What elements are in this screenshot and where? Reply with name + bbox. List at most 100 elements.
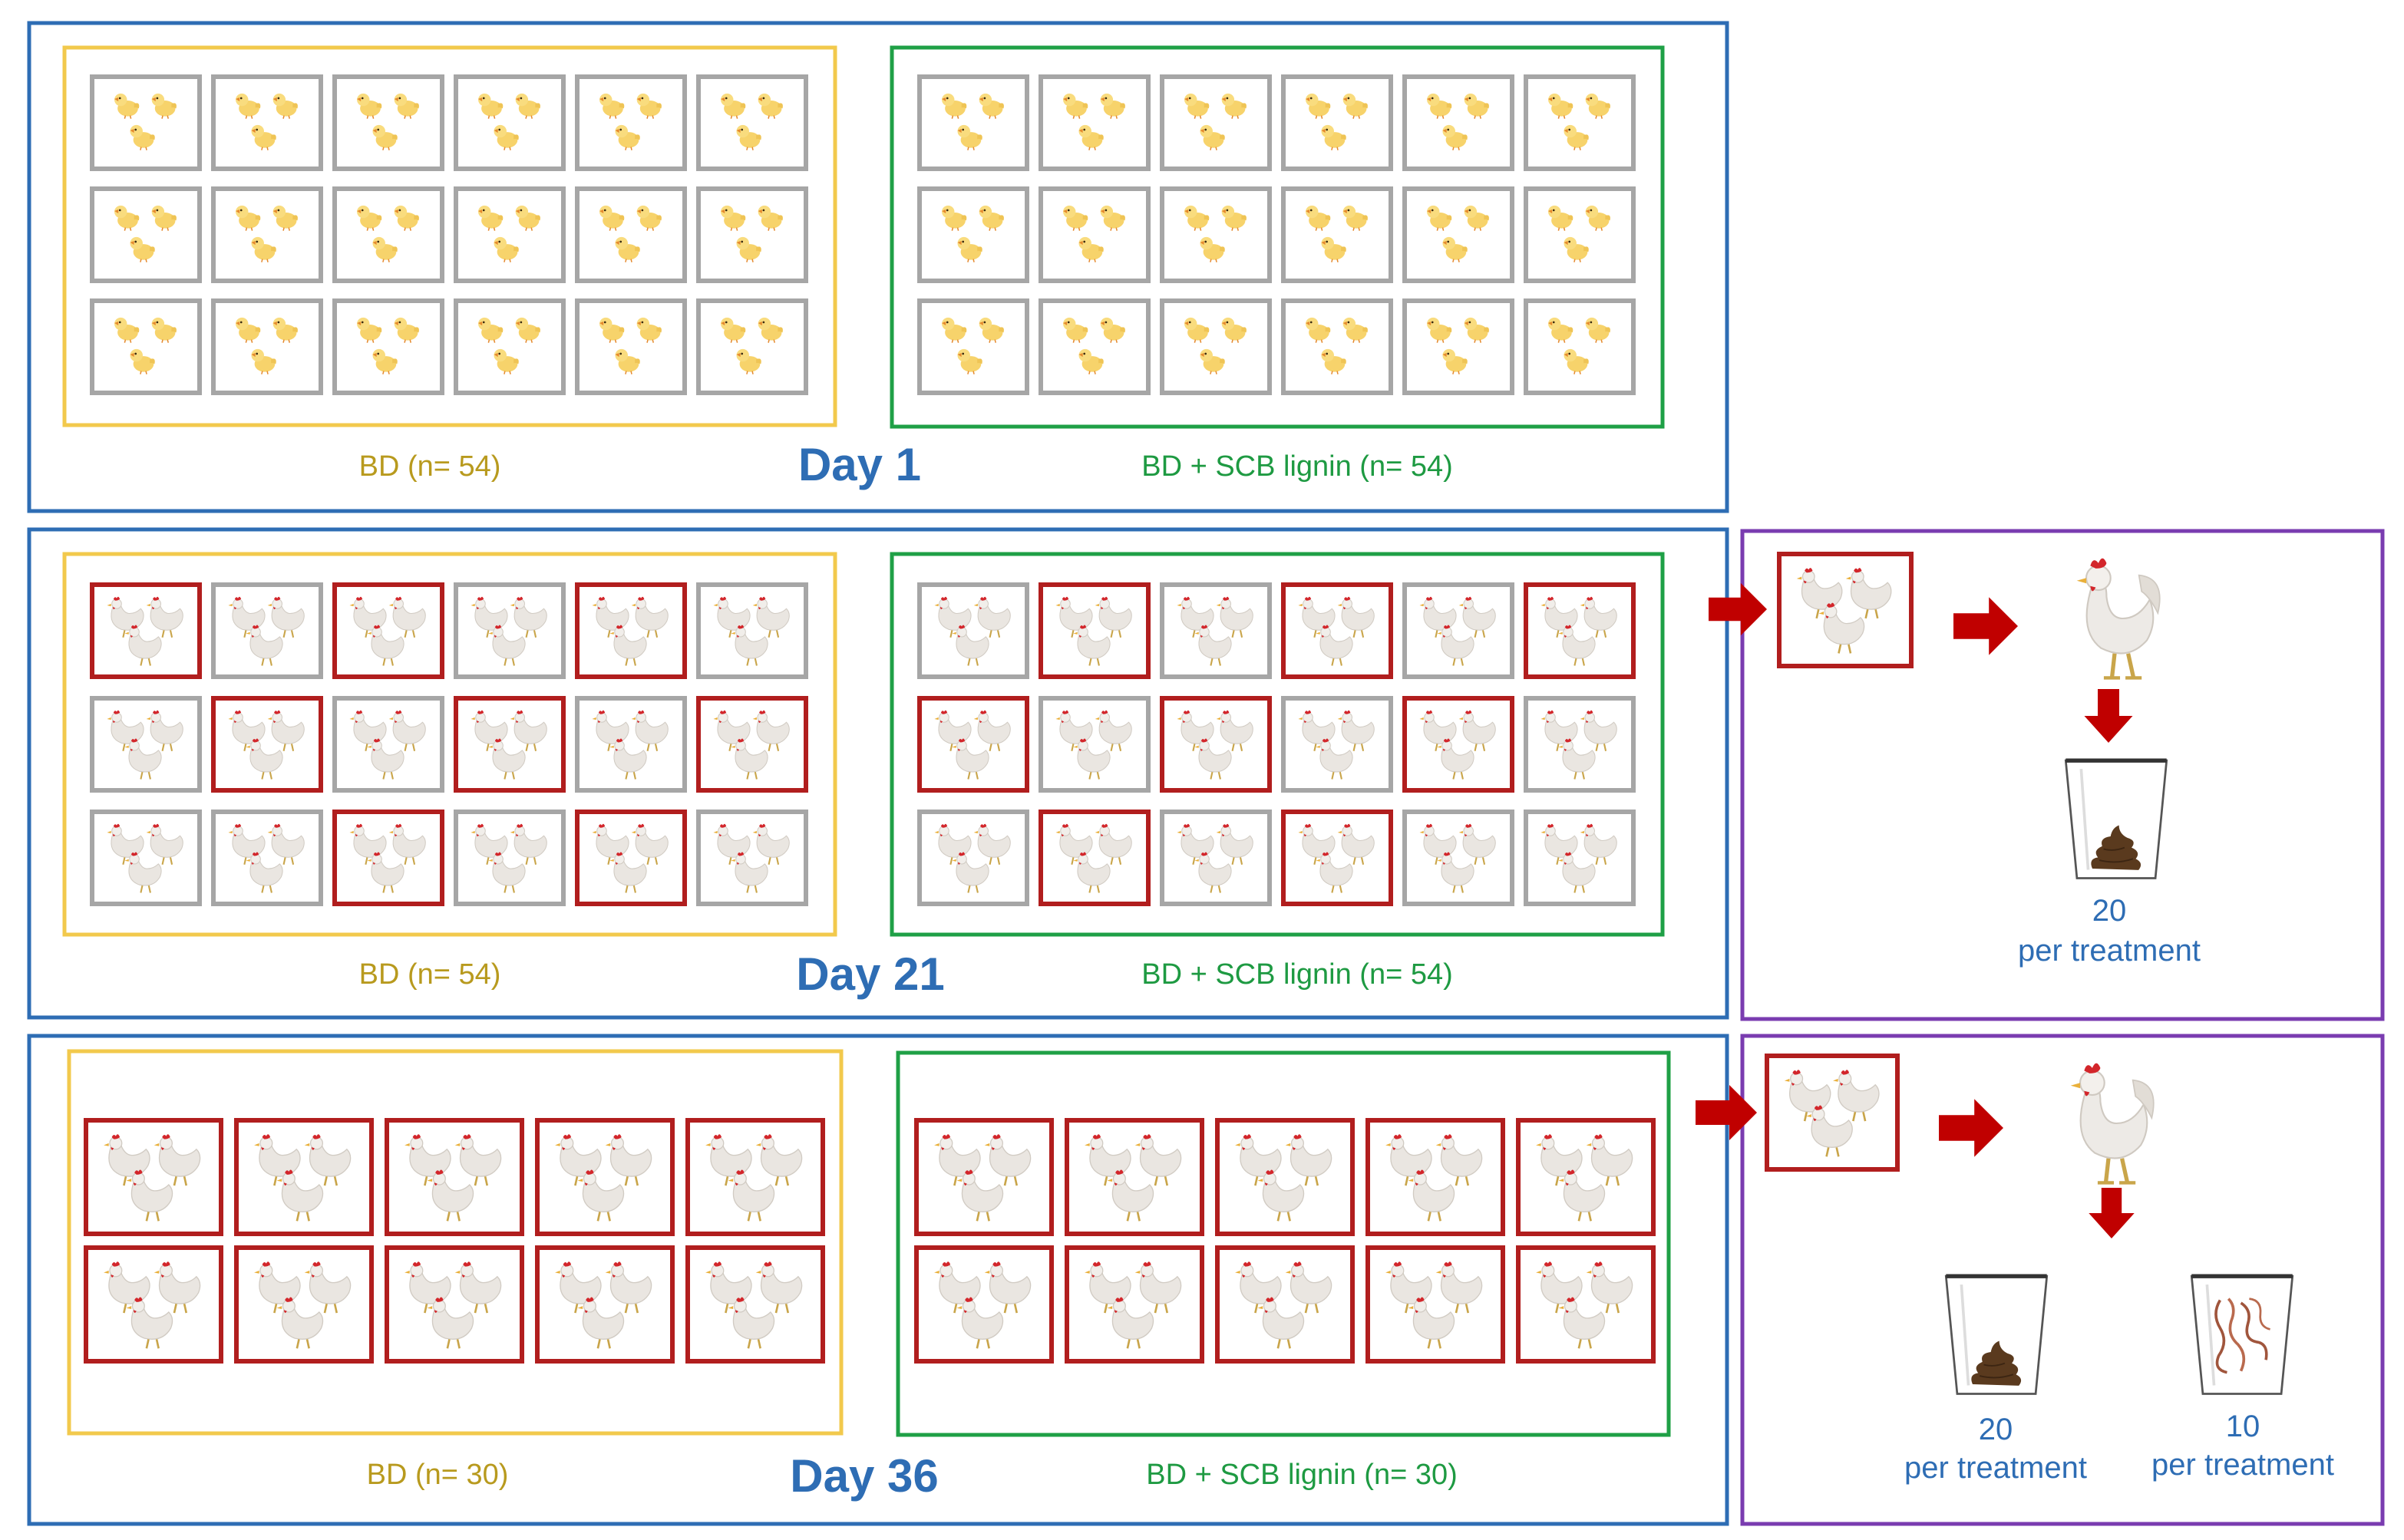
cage [454,582,566,679]
cage [90,810,202,906]
selected-cage [1215,1245,1355,1364]
cage-icon [1402,74,1514,171]
arrow-down-icon [2089,1188,2135,1238]
cage [1281,696,1393,793]
cage [1039,186,1151,283]
rooster-icon [2071,1063,2154,1183]
cage-icon [1524,810,1636,906]
cage [917,298,1029,395]
cage [90,74,202,171]
selected-cage [914,1245,1054,1364]
cage [575,186,687,283]
cage-icon [696,74,808,171]
cage [1039,298,1151,395]
cage-icon [575,696,687,793]
day-21-feces-count: 20 [2092,894,2127,928]
selected-cage [1365,1118,1505,1236]
day-21-title: Day 21 [796,948,944,1000]
day-1-bd-label: BD (n= 54) [359,450,501,483]
selected-cage [917,696,1029,793]
cage-icon [385,1245,524,1364]
cage [1281,186,1393,283]
cage [454,810,566,906]
cage-icon [696,582,808,679]
selected-cage [211,696,323,793]
cage-icon [917,298,1029,395]
day-36-sampled-cage [1765,1054,1900,1172]
cage-icon [211,74,323,171]
cage-icon [1160,186,1272,283]
cage-icon [332,298,444,395]
day-36-feces-unit: per treatment [1904,1451,2087,1485]
cage [454,186,566,283]
cage-icon [211,186,323,283]
day-36-intestine-count: 10 [2226,1410,2260,1443]
cage [211,582,323,679]
cage [575,74,687,171]
arrow-right-icon [1939,1099,2003,1157]
cage-icon [1524,74,1636,171]
cage-icon [917,186,1029,283]
cage [1160,810,1272,906]
day-21-lignin-group-frame [890,552,1665,937]
sampling-layer [1696,552,2293,1393]
cage-icon [1281,696,1393,793]
arrow-right-icon [1953,597,2018,655]
day-1-lignin-label: BD + SCB lignin (n= 54) [1141,450,1453,483]
day-1-title: Day 1 [798,439,921,490]
cage-icon [1402,810,1514,906]
cage-icon [454,696,566,793]
day-36-feces-cup [1946,1276,2046,1393]
cage-icon [1402,696,1514,793]
cage [1281,298,1393,395]
selected-cage [1160,696,1272,793]
cage [1524,810,1636,906]
selected-cage [914,1118,1054,1236]
cage [1160,298,1272,395]
cage-icon [1215,1118,1355,1236]
arrow-down-icon [2084,689,2133,743]
selected-cage [1524,582,1636,679]
cage-icon [535,1245,675,1364]
selected-cage [1516,1245,1656,1364]
cage [211,186,323,283]
cage-icon [1065,1245,1204,1364]
cage [917,810,1029,906]
cage-icon [1160,696,1272,793]
cage [1281,74,1393,171]
cage-icon [575,810,687,906]
selected-cage [685,1118,825,1236]
selected-cage [575,582,687,679]
cage-icon [914,1245,1054,1364]
cage-icon [696,696,808,793]
cage-icon [1516,1245,1656,1364]
cage [90,696,202,793]
cage [454,74,566,171]
cage-icon [575,186,687,283]
cage-icon [454,74,566,171]
cage-icon [1039,810,1151,906]
day-21-sampling-frame [1740,529,2385,1021]
cage-icon [1065,1118,1204,1236]
selected-cage [535,1245,675,1364]
cage-icon [1402,186,1514,283]
cage-icon [234,1118,374,1236]
cage-icon [332,74,444,171]
cage [90,298,202,395]
cage-icon [90,810,202,906]
selected-cage [90,582,202,679]
selected-cage [1039,810,1151,906]
day-36-intestine-unit: per treatment [2151,1448,2334,1482]
cage-icon [914,1118,1054,1236]
day-36-title: Day 36 [790,1450,938,1502]
selected-cage [385,1118,524,1236]
cage-icon [1039,696,1151,793]
cage-icon [917,582,1029,679]
cage-icon [1281,582,1393,679]
day-36-feces-count: 20 [1979,1413,2013,1446]
cage-icon [211,298,323,395]
day-21-bd-group-frame [62,552,837,937]
cage [917,186,1029,283]
cage [332,696,444,793]
